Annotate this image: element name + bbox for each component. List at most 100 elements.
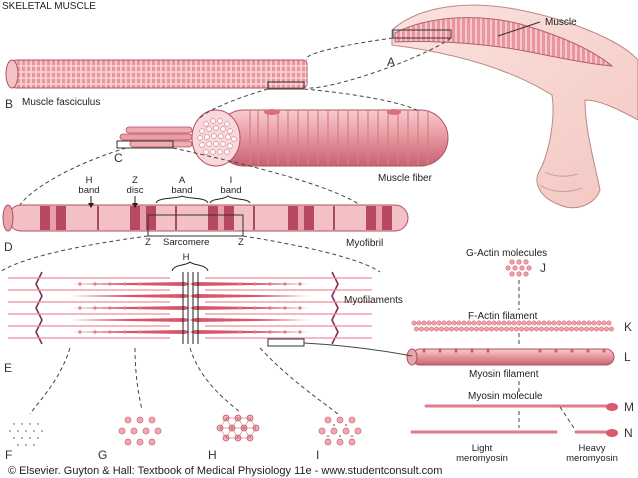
f-actin-bead (574, 326, 579, 332)
f-actin-bead (494, 326, 499, 332)
f-actin-bead (416, 320, 422, 326)
f-actin-bead (511, 320, 517, 326)
h-band-label-1: H (86, 175, 93, 186)
f-actin-bead (581, 320, 587, 326)
f-actin-bead (546, 320, 552, 326)
f-actin-bead (576, 320, 582, 326)
f-actin-bead (441, 320, 447, 326)
cross-sections: F G H I (5, 347, 362, 462)
z-disc-label-1: Z (132, 175, 138, 186)
fasciculus-label: Muscle fasciculus (22, 97, 100, 108)
f-actin-bead (524, 326, 529, 332)
panel-letter-k: K (624, 320, 632, 334)
f-actin-bead (536, 320, 542, 326)
panel-letter-m: M (624, 400, 634, 414)
f-actin-bead (514, 326, 519, 332)
f-actin-bead (484, 326, 489, 332)
f-actin-bead (519, 326, 524, 332)
g-actin-label: G-Actin molecules (466, 248, 547, 259)
myofilaments-label: Myofilaments (344, 295, 403, 306)
panel-letter-l: L (624, 350, 631, 364)
f-actin-bead (419, 326, 424, 332)
f-actin-bead (471, 320, 477, 326)
f-actin-bead (526, 320, 532, 326)
f-actin-filament (411, 320, 614, 332)
a-band-brace (155, 195, 209, 204)
f-actin-bead (591, 320, 597, 326)
f-actin-bead (426, 320, 432, 326)
arm-zoom-box (392, 29, 452, 39)
a-band-label-2: band (171, 185, 192, 196)
f-actin-bead (434, 326, 439, 332)
f-actin-bead (431, 320, 437, 326)
f-actin-bead (489, 326, 494, 332)
h-zone-brace (171, 261, 209, 272)
f-actin-bead (444, 326, 449, 332)
f-actin-bead (551, 320, 557, 326)
a-band-label-1: A (179, 175, 186, 186)
f-actin-bead (586, 320, 592, 326)
f-actin-bead (424, 326, 429, 332)
f-actin-bead (531, 320, 537, 326)
f-actin-bead (476, 320, 482, 326)
f-actin-bead (496, 320, 502, 326)
f-actin-bead (606, 320, 612, 326)
f-actin-bead (451, 320, 457, 326)
f-actin-bead (464, 326, 469, 332)
f-actin-bead (439, 326, 444, 332)
f-actin-bead (481, 320, 487, 326)
f-actin-bead (516, 320, 522, 326)
i-band-label-2: band (220, 185, 241, 196)
f-actin-bead (459, 326, 464, 332)
f-actin-bead (466, 320, 472, 326)
f-actin-bead (469, 326, 474, 332)
f-actin-bead (499, 326, 504, 332)
copyright-credit: © Elsevier. Guyton & Hall: Textbook of M… (8, 465, 442, 477)
f-actin-bead (506, 320, 512, 326)
f-actin-bead (486, 320, 492, 326)
f-actin-bead (411, 320, 417, 326)
light-meromyosin-label-1: Light (472, 443, 493, 454)
f-actin-bead (456, 320, 462, 326)
f-actin-bead (529, 326, 534, 332)
f-actin-bead (504, 326, 509, 332)
f-actin-bead (479, 326, 484, 332)
f-actin-bead (421, 320, 427, 326)
panel-letter-j: J (540, 261, 546, 275)
panel-c-fiber: Muscle fiber C (114, 109, 449, 184)
f-actin-bead (569, 326, 574, 332)
muscle-pointer (497, 21, 541, 37)
f-actin-bead (544, 326, 549, 332)
panel-d-myofibril: H band Z disc A band I band Z Sarcomere … (2, 175, 409, 254)
f-actin-bead (596, 320, 602, 326)
sarcomere-label: Sarcomere (163, 237, 209, 248)
muscle-label: Muscle (545, 17, 577, 28)
light-meromyosin-label-2: meromyosin (456, 453, 508, 464)
panel-a-arm: Muscle A (387, 4, 638, 209)
f-actin-label: F-Actin filament (468, 311, 538, 322)
f-actin-bead (559, 326, 564, 332)
panel-b-fasciculus: Muscle fasciculus B (5, 59, 308, 111)
f-actin-bead (566, 320, 572, 326)
fasciculus-zoom-box (267, 81, 305, 90)
heavy-meromyosin-label-1: Heavy (579, 443, 606, 454)
f-actin-bead (599, 326, 604, 332)
f-actin-bead (564, 326, 569, 332)
f-actin-bead (539, 326, 544, 332)
panel-letter-h: H (208, 448, 217, 462)
panel-letter-g: G (98, 448, 107, 462)
myosin-molecule-label: Myosin molecule (468, 391, 543, 402)
f-actin-bead (521, 320, 527, 326)
sarcomere-box (147, 214, 244, 237)
panel-letter-a: A (387, 55, 395, 69)
panel-letter-i: I (316, 448, 319, 462)
f-actin-bead (534, 326, 539, 332)
f-actin-bead (491, 320, 497, 326)
f-actin-bead (556, 320, 562, 326)
panel-letter-f: F (5, 448, 12, 462)
myofilament-zoom-box (267, 338, 305, 347)
h-zone-label: H (183, 252, 190, 263)
f-actin-bead (601, 320, 607, 326)
